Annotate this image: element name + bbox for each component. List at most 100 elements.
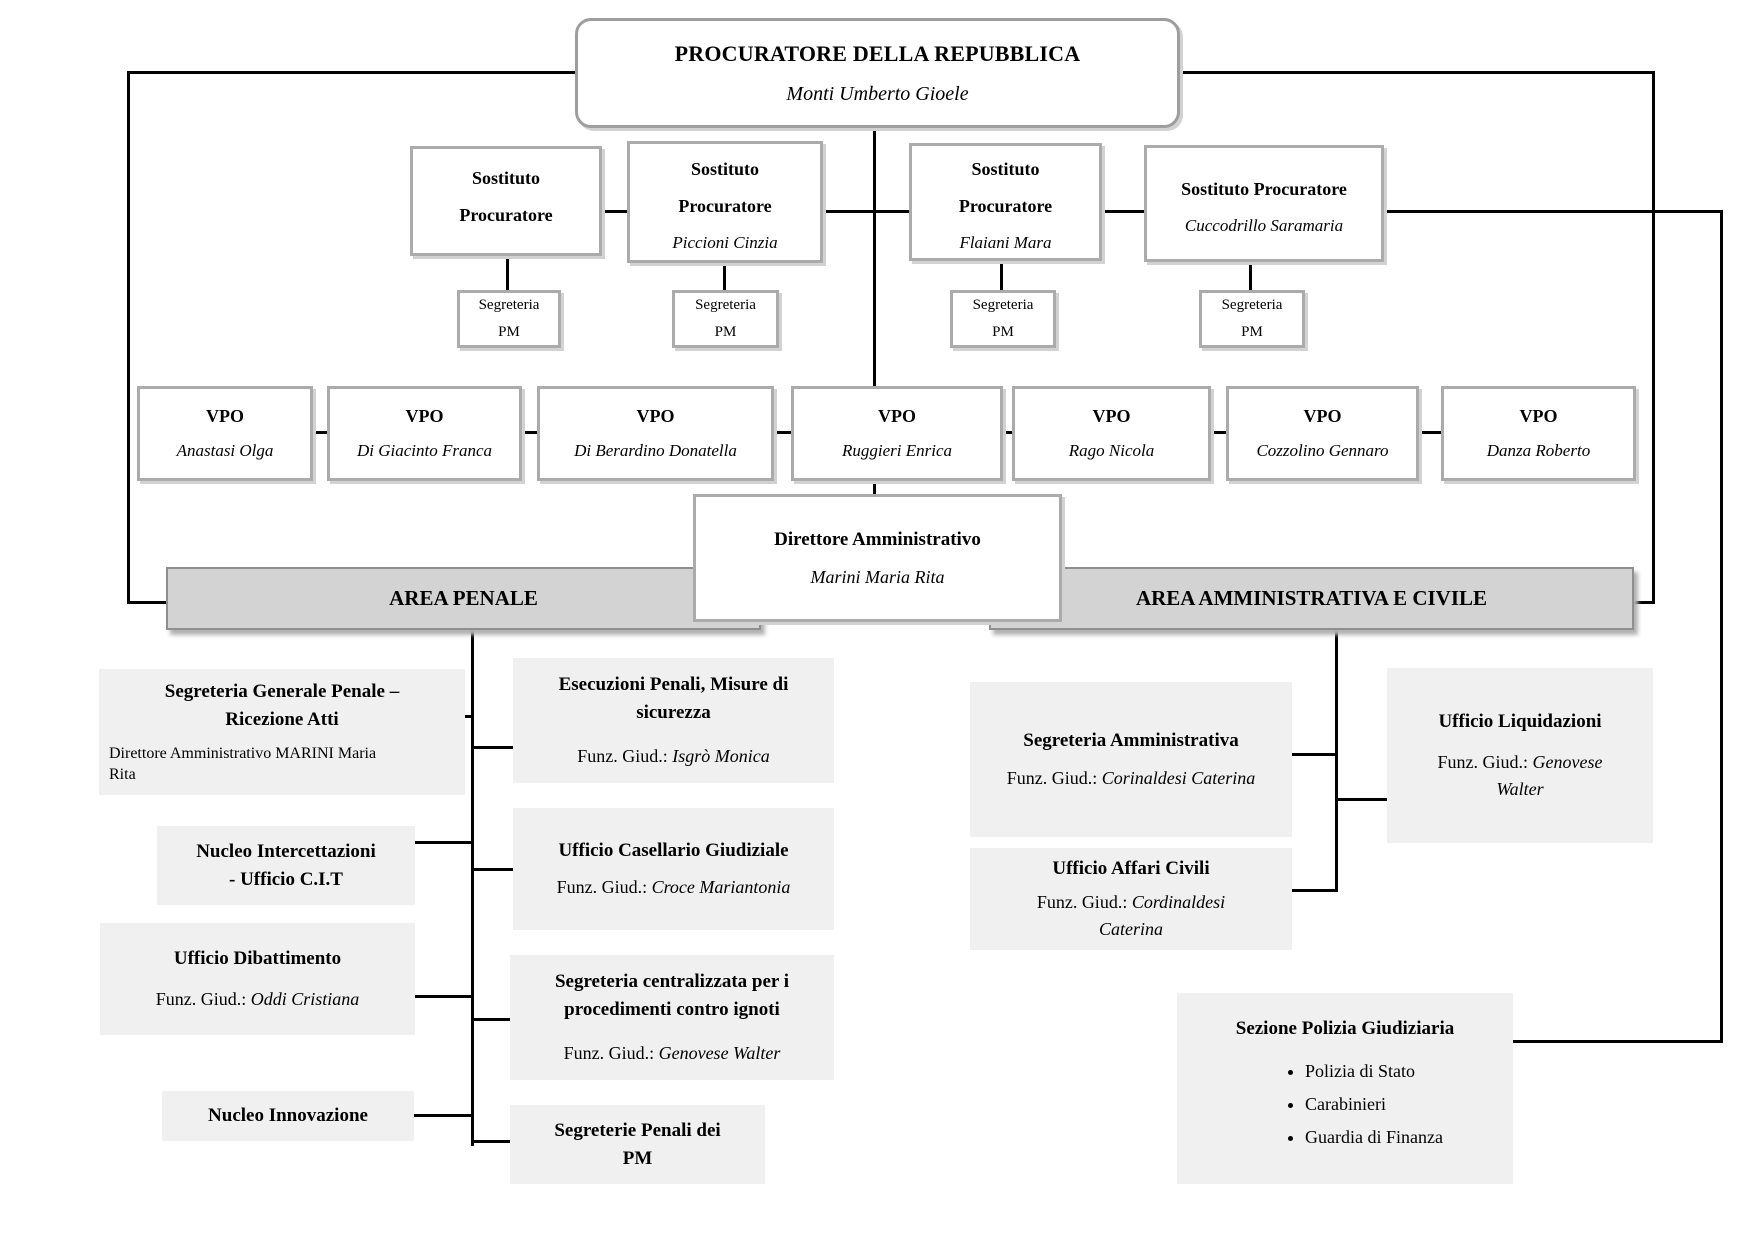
connector (410, 995, 474, 998)
node-title: PROCURATORE DELLA REPUBBLICA (674, 40, 1081, 66)
connector (1652, 71, 1655, 604)
node-segreteria-pm-4: Segreteria PM (1199, 290, 1305, 348)
node-esecuzioni-penali: Esecuzioni Penali, Misure di sicurezza F… (513, 658, 834, 783)
area-title: AREA PENALE (389, 586, 538, 610)
connector (1288, 889, 1338, 892)
funz-label: Funz. Giud.: (1437, 752, 1529, 773)
node-title: Segreteria PM (1221, 297, 1283, 340)
node-title: Sostituto Procuratore (1181, 179, 1347, 200)
node-person-name: Danza Roberto (1486, 441, 1591, 460)
funz-label: Funz. Giud.: (563, 1042, 655, 1063)
connector (771, 431, 794, 434)
connector (1208, 431, 1229, 434)
connector (1098, 210, 1148, 213)
node-vpo-4: VPO Ruggieri Enrica (791, 386, 1003, 481)
area-title: AREA AMMINISTRATIVA E CIVILE (1135, 586, 1488, 610)
funz-name: Oddi Cristiana (250, 989, 360, 1010)
node-funzionario: Funz. Giud.: Oddi Cristiana (156, 986, 360, 1013)
connector (519, 431, 540, 434)
node-person-name: Monti Umberto Gioele (786, 82, 969, 105)
node-segreteria-amministrativa: Segreteria Amministrativa Funz. Giud.: C… (970, 682, 1292, 837)
node-title: Direttore Amministrativo (774, 528, 981, 550)
node-vpo-3: VPO Di Berardino Donatella (537, 386, 774, 481)
node-funzionario: Funz. Giud.: Cordinaldesi Caterina (1010, 889, 1252, 943)
funz-name: Corinaldesi Caterina (1101, 767, 1256, 788)
node-segreteria-generale-penale: Segreteria Generale Penale – Ricezione A… (99, 669, 465, 795)
funz-label: Funz. Giud.: (1036, 891, 1128, 912)
node-segreteria-pm-2: Segreteria PM (672, 290, 779, 348)
node-ufficio-affari-civili: Ufficio Affari Civili Funz. Giud.: Cordi… (970, 848, 1292, 950)
funz-label: Funz. Giud.: (556, 877, 648, 898)
node-person-name: Rago Nicola (1068, 441, 1155, 460)
node-title: Ufficio Dibattimento (173, 947, 342, 969)
connector (1335, 626, 1338, 892)
node-ufficio-liquidazioni: Ufficio Liquidazioni Funz. Giud.: Genove… (1387, 668, 1653, 843)
connector (127, 71, 577, 74)
node-vpo-7: VPO Danza Roberto (1441, 386, 1636, 481)
area-amministrativa-header: AREA AMMINISTRATIVA E CIVILE (989, 567, 1634, 630)
connector (1249, 257, 1252, 295)
connector (471, 1018, 514, 1021)
connector (873, 477, 876, 498)
node-title: Ufficio Casellario Giudiziale (558, 839, 789, 861)
connector (471, 1140, 514, 1143)
node-title: Sostituto Procuratore (459, 168, 553, 225)
connector (471, 746, 517, 749)
node-funzionario: Funz. Giud.: Genovese Walter (1415, 749, 1625, 803)
node-title: Segreteria PM (695, 297, 756, 340)
connector (410, 841, 474, 844)
funz-label: Funz. Giud.: (577, 745, 668, 766)
node-ufficio-dibattimento: Ufficio Dibattimento Funz. Giud.: Oddi C… (100, 923, 415, 1035)
connector (506, 250, 509, 295)
connector (1505, 1040, 1723, 1043)
connector (1416, 431, 1444, 434)
node-person-name: Di Berardino Donatella (574, 441, 737, 460)
node-title: Segreterie Penali dei PM (554, 1119, 721, 1169)
node-funzionario: Funz. Giud.: Corinaldesi Caterina (1007, 765, 1256, 792)
node-person-name: Cuccodrillo Saramaria (1184, 215, 1344, 235)
connector (1175, 71, 1655, 74)
node-segreteria-centralizzata: Segreteria centralizzata per i procedime… (510, 955, 834, 1080)
connector (820, 210, 912, 213)
connector (873, 120, 876, 395)
node-person-name: Di Giacinto Franca (356, 441, 493, 460)
node-person-name: Cozzolino Gennaro (1256, 441, 1389, 460)
connector (1380, 210, 1723, 213)
node-title: Ufficio Affari Civili (1052, 858, 1210, 880)
connector (1628, 601, 1655, 604)
connector (127, 601, 175, 604)
node-title: Nucleo Innovazione (208, 1105, 368, 1127)
connector (471, 868, 517, 871)
node-title: VPO (206, 406, 244, 426)
connector (471, 626, 474, 1146)
node-title: Nucleo Intercettazioni - Ufficio C.I.T (196, 840, 376, 890)
node-title: VPO (1303, 406, 1342, 426)
node-vpo-1: VPO Anastasi Olga (137, 386, 313, 481)
node-segreteria-pm-1: Segreteria PM (457, 290, 561, 348)
node-title: Esecuzioni Penali, Misure di sicurezza (558, 674, 789, 723)
node-procuratore: PROCURATORE DELLA REPUBBLICA Monti Umber… (575, 18, 1180, 128)
node-sezione-polizia-giudiziaria: Sezione Polizia Giudiziaria Polizia di S… (1177, 993, 1513, 1184)
node-person-name: Flaiani Mara (959, 232, 1052, 252)
node-person-name: Anastasi Olga (176, 441, 274, 460)
connector (409, 1114, 474, 1117)
connector (1000, 431, 1015, 434)
connector (1000, 256, 1003, 295)
node-vpo-5: VPO Rago Nicola (1012, 386, 1211, 481)
node-segreterie-penali-pm: Segreterie Penali dei PM (510, 1105, 765, 1184)
list-item: Polizia di Stato (1305, 1055, 1513, 1088)
node-casellario-giudiziale: Ufficio Casellario Giudiziale Funz. Giud… (513, 808, 834, 930)
funz-label: Funz. Giud.: (1006, 767, 1098, 788)
node-funzionario: Funz. Giud.: Croce Mariantonia (557, 874, 791, 901)
area-penale-header: AREA PENALE (166, 567, 761, 630)
node-title: Sostituto Procuratore (958, 159, 1053, 216)
node-vpo-6: VPO Cozzolino Gennaro (1226, 386, 1419, 481)
node-funzionario: Funz. Giud.: Isgrò Monica (577, 743, 770, 770)
polizia-list: Polizia di Stato Carabinieri Guardia di … (1177, 1055, 1513, 1155)
node-detail: Direttore Amministrativo MARINI Maria Ri… (109, 745, 377, 784)
connector (1336, 798, 1390, 801)
node-title: Segreteria centralizzata per i procedime… (554, 971, 790, 1020)
node-sostituto-2: Sostituto Procuratore Piccioni Cinzia (627, 141, 823, 263)
node-title: Segreteria Generale Penale – Ricezione A… (164, 681, 400, 730)
node-person-name: Ruggieri Enrica (841, 441, 952, 460)
